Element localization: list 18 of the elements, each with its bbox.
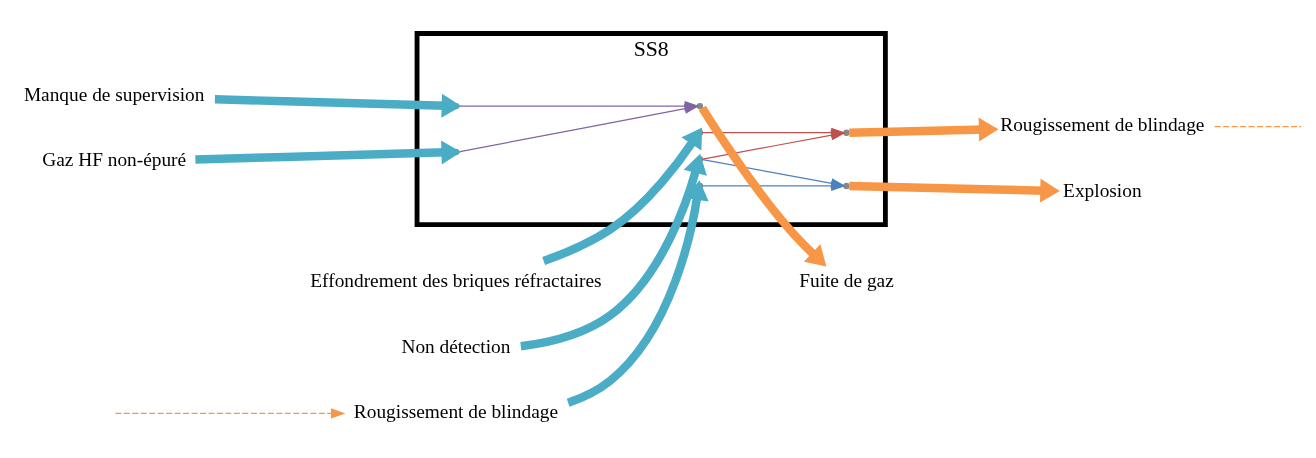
cluster: SS8: [414, 30, 888, 227]
node-text: Gaz HF non-épuré: [42, 148, 187, 170]
arrow: [849, 117, 999, 142]
node-text: Effondrement des briques réfractaires: [310, 269, 602, 291]
node-text: Manque de supervision: [23, 83, 205, 105]
node-point: [843, 129, 850, 136]
arrow: [702, 180, 846, 191]
arrow: [114, 407, 346, 418]
connector: [1214, 125, 1302, 127]
arrow: [849, 178, 1060, 203]
arrow: [458, 103, 700, 152]
node-text: Rougissement de blindage: [1000, 113, 1205, 135]
node-text: Explosion: [1063, 179, 1142, 201]
node-point: [696, 102, 704, 109]
node-point: [843, 182, 850, 189]
node-text: Fuite de gaz: [799, 269, 894, 291]
node-text: Non détection: [401, 335, 511, 357]
node-text: Rougissement de blindage: [353, 400, 559, 422]
